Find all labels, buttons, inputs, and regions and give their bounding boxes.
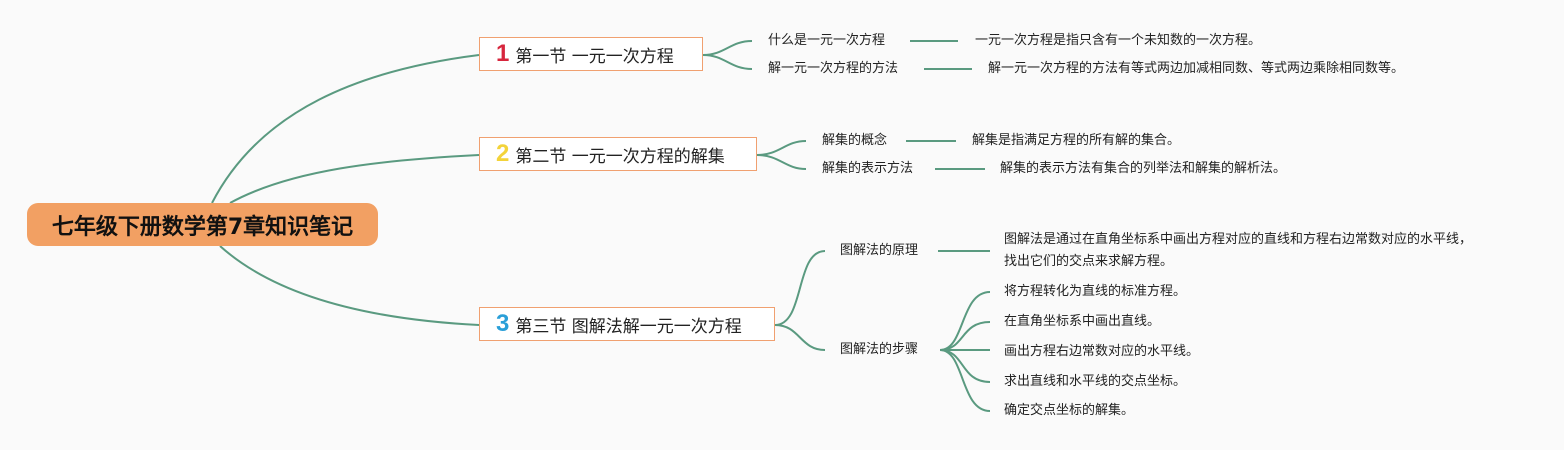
- number-badge-3: 3: [496, 310, 510, 337]
- number-badge-2: 2: [496, 140, 510, 167]
- topic-node[interactable]: 图解法的原理: [840, 243, 919, 258]
- section-node-3[interactable]: 3 第三节 图解法解一元一次方程: [479, 307, 775, 341]
- topic-node[interactable]: 图解法的步骤: [840, 342, 919, 357]
- detail-node[interactable]: 解一元一次方程的方法有等式两边加减相同数、等式两边乘除相同数等。: [988, 61, 1405, 76]
- detail-node[interactable]: 解集是指满足方程的所有解的集合。: [972, 133, 1181, 148]
- link-sec1-t1: [702, 40, 753, 56]
- topic-node[interactable]: 解集的表示方法: [822, 161, 914, 176]
- step-node[interactable]: 画出方程右边常数对应的水平线。: [1004, 344, 1200, 359]
- step-node[interactable]: 在直角坐标系中画出直线。: [1004, 314, 1161, 329]
- topic-node[interactable]: 解一元一次方程的方法: [768, 61, 899, 76]
- topic-node[interactable]: 解集的概念: [822, 133, 888, 148]
- section-title: 第二节 一元一次方程的解集: [515, 146, 725, 167]
- number-badge-1: 1: [496, 40, 510, 67]
- link-step-2: [939, 321, 991, 351]
- step-node[interactable]: 确定交点坐标的解集。: [1004, 403, 1135, 418]
- link-root-sec2: [229, 154, 480, 204]
- detail-node[interactable]: 图解法是通过在直角坐标系中画出方程对应的直线和方程右边常数对应的水平线，找出它们…: [1004, 232, 1473, 269]
- link-step-4: [939, 349, 991, 383]
- root-title: 七年级下册数学第7章知识笔记: [51, 214, 354, 240]
- link-sec2-t1: [756, 140, 807, 156]
- section-node-2[interactable]: 2 第二节 一元一次方程的解集: [479, 137, 757, 171]
- link-root-sec3: [219, 245, 480, 326]
- step-node[interactable]: 求出直线和水平线的交点坐标。: [1004, 374, 1187, 389]
- section-title: 第三节 图解法解一元一次方程: [515, 316, 742, 337]
- link-sec2-t2: [756, 154, 807, 170]
- link-root-sec1: [211, 54, 480, 204]
- link-sec3-t1: [774, 250, 826, 326]
- link-step-5: [939, 349, 991, 412]
- link-step-1: [939, 291, 991, 351]
- topic-node[interactable]: 什么是一元一次方程: [768, 33, 886, 48]
- root-node[interactable]: 七年级下册数学第7章知识笔记: [27, 203, 378, 246]
- link-sec3-t2: [774, 324, 826, 351]
- detail-node[interactable]: 一元一次方程是指只含有一个未知数的一次方程。: [975, 33, 1262, 48]
- link-sec1-t2: [702, 54, 753, 70]
- section-title: 第一节 一元一次方程: [515, 46, 674, 67]
- section-node-1[interactable]: 1 第一节 一元一次方程: [479, 37, 703, 71]
- step-node[interactable]: 将方程转化为直线的标准方程。: [1004, 284, 1187, 299]
- detail-node[interactable]: 解集的表示方法有集合的列举法和解集的解析法。: [1000, 161, 1287, 176]
